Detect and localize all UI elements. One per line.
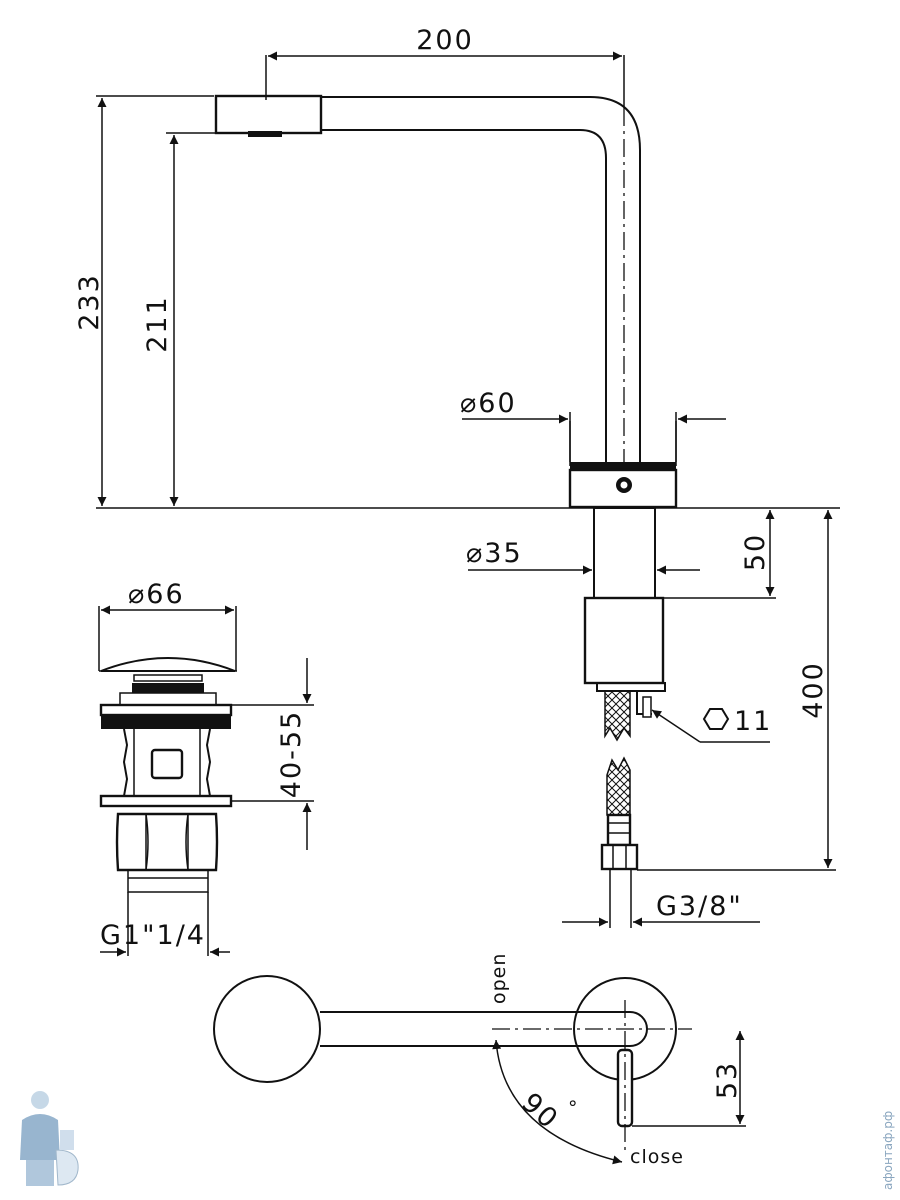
waste-flange — [99, 703, 233, 717]
fixing-nut — [583, 596, 665, 685]
hose-ferrule — [606, 813, 632, 847]
nut-washer — [596, 682, 666, 692]
spout-head — [214, 94, 323, 135]
waste-nut — [115, 812, 219, 872]
spout-outer-line — [320, 96, 641, 466]
shank — [593, 507, 656, 599]
dim-total-height: 233 — [74, 273, 105, 331]
dim-handle-offset: 53 — [712, 1061, 743, 1099]
hose-bottom — [606, 756, 631, 816]
label-open: open — [488, 953, 510, 1004]
waste-valve — [99, 657, 237, 893]
body-ring — [570, 462, 676, 470]
degree-symbol: ° — [568, 1097, 579, 1119]
waste-cap — [100, 657, 236, 672]
dim-outlet-height: 211 — [142, 295, 173, 353]
overflow-slot — [150, 748, 184, 780]
set-screw — [620, 481, 628, 489]
dim-waste-thickness: 40-55 — [276, 710, 307, 798]
faucet-side-view — [214, 94, 678, 928]
dim-waste-thread: G1"1/4 — [100, 920, 206, 951]
spout-head-top — [213, 975, 321, 1083]
waste-thread — [127, 869, 209, 893]
dim-rotation-angle: 90 — [515, 1087, 564, 1136]
dim-shank-diameter: ⌀35 — [466, 538, 523, 569]
label-close: close — [630, 1146, 684, 1168]
dim-body-diameter: ⌀60 — [460, 388, 517, 419]
dim-hose-thread: G3/8" — [656, 891, 743, 922]
waste-lower-flange — [99, 794, 233, 808]
dim-hex-size: 11 — [734, 706, 772, 737]
spout-inner-line — [320, 129, 607, 466]
dim-shank-length: 50 — [740, 533, 771, 571]
hexagon-icon — [702, 708, 730, 730]
handle-top-view: 53 90 ° open close — [213, 953, 746, 1168]
hose-nut — [600, 843, 639, 871]
plumber-mascot-icon — [20, 1091, 79, 1186]
aerator-outlet — [248, 131, 282, 137]
watermark-text: афонтаф.рф — [881, 1111, 895, 1190]
waste-body — [122, 728, 212, 797]
rotation-arc — [492, 1039, 623, 1165]
dim-installed-depth: 400 — [798, 661, 829, 719]
waste-gasket — [101, 715, 231, 729]
waste-dimensions: ⌀66 40-55 G1"1/4 — [98, 579, 314, 957]
dim-spout-reach: 200 — [416, 25, 474, 56]
hose-top — [604, 690, 631, 742]
dim-waste-diameter: ⌀66 — [128, 579, 185, 610]
faucet-dimensions: 200 233 211 ⌀60 ⌀35 50 400 11 — [74, 25, 836, 927]
